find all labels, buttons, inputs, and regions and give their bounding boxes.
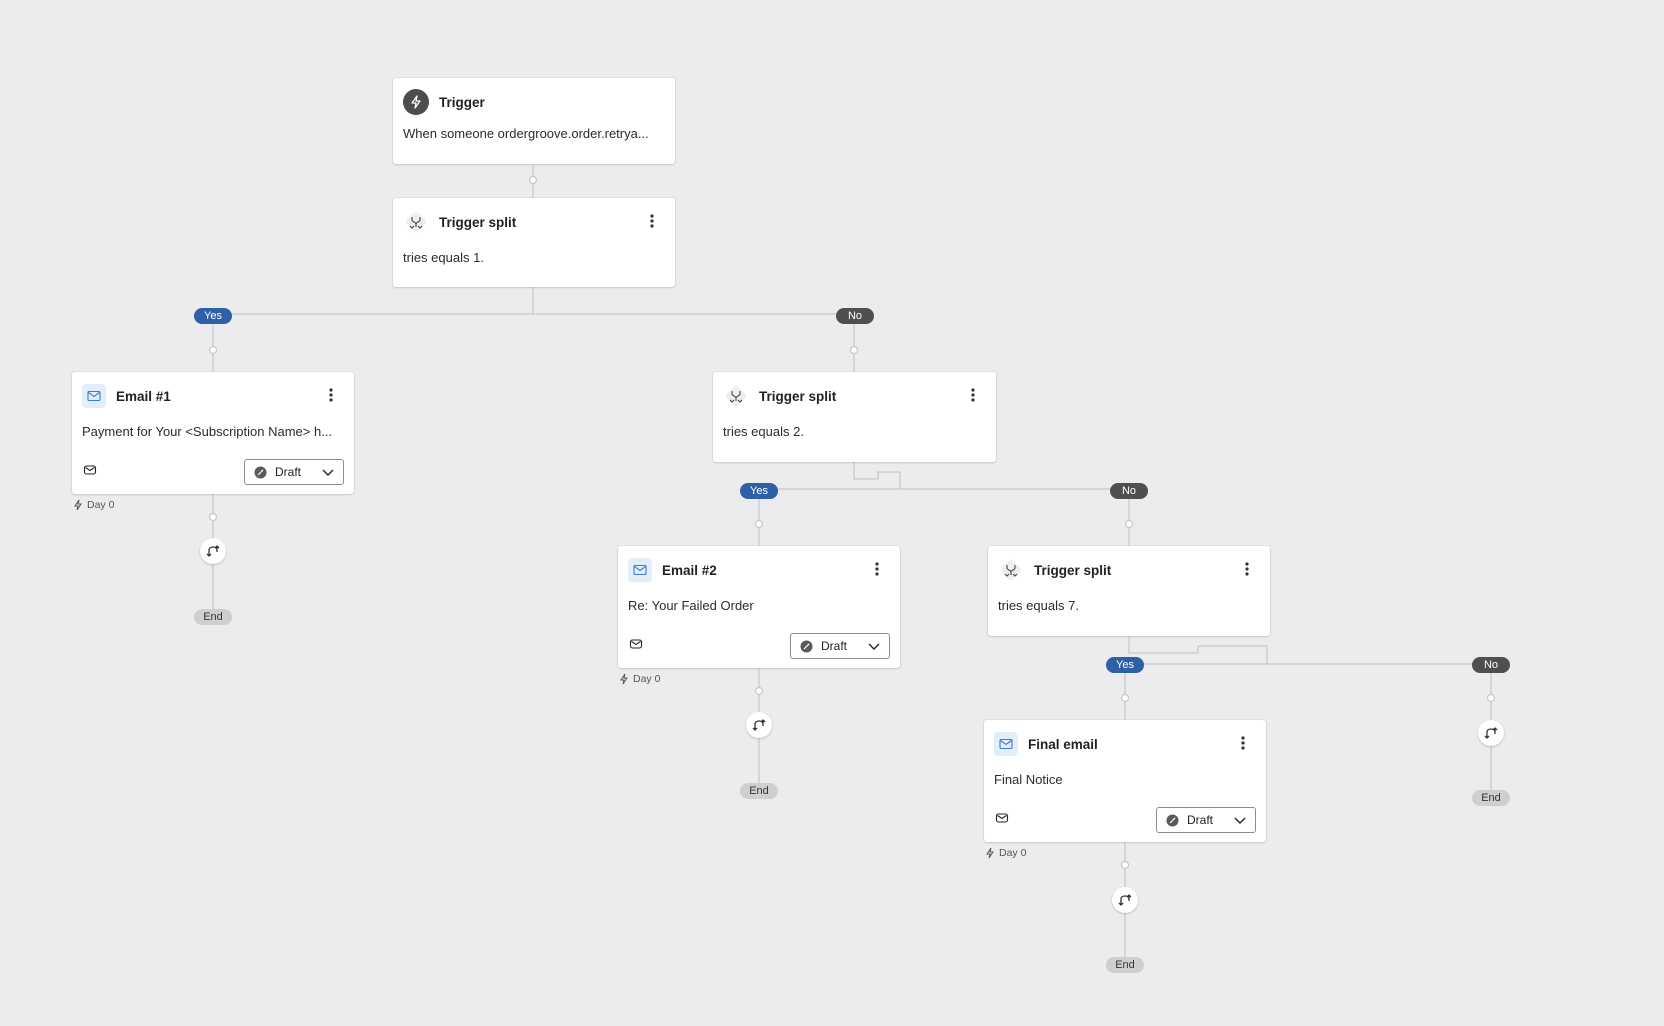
- kebab-icon[interactable]: [324, 386, 338, 404]
- email-title: Final email: [1028, 736, 1098, 752]
- branch-no-pill[interactable]: No: [1110, 483, 1148, 499]
- email-title: Email #2: [662, 562, 717, 578]
- exit-icon[interactable]: [746, 712, 772, 738]
- trigger-description: When someone ordergroove.order.retrya...: [403, 126, 649, 141]
- split-header: Trigger split: [723, 382, 986, 410]
- status-dropdown[interactable]: Draft: [1156, 807, 1256, 833]
- kebab-icon[interactable]: [966, 386, 980, 404]
- split-icon: [403, 209, 429, 235]
- branch-yes-pill[interactable]: Yes: [1106, 657, 1144, 673]
- trigger-split-card-2[interactable]: Trigger split tries equals 2.: [713, 372, 996, 462]
- split-icon: [723, 383, 749, 409]
- email-subject: Re: Your Failed Order: [628, 598, 754, 613]
- end-pill: End: [740, 783, 778, 799]
- exit-icon[interactable]: [1478, 720, 1504, 746]
- branch-no-pill[interactable]: No: [836, 308, 874, 324]
- email-title: Email #1: [116, 388, 171, 404]
- status-dropdown[interactable]: Draft: [790, 633, 890, 659]
- delay-text: Day 0: [633, 673, 661, 685]
- split-header: Trigger split: [998, 556, 1260, 584]
- mail-icon: [994, 732, 1018, 756]
- email-card-1[interactable]: Email #1 Payment for Your <Subscription …: [72, 372, 354, 494]
- lightning-icon: [620, 673, 628, 685]
- trigger-split-card-3[interactable]: Trigger split tries equals 7.: [988, 546, 1270, 636]
- end-pill: End: [194, 609, 232, 625]
- branch-yes-pill[interactable]: Yes: [194, 308, 232, 324]
- split-title: Trigger split: [439, 214, 517, 230]
- split-condition: tries equals 7.: [998, 598, 1079, 613]
- lightning-icon: [74, 499, 82, 511]
- split-header: Trigger split: [403, 208, 665, 236]
- status-label: Draft: [1187, 813, 1214, 827]
- chevron-down-icon: [867, 639, 881, 653]
- kebab-icon[interactable]: [645, 212, 659, 230]
- email-card-final[interactable]: Final email Final Notice Draft: [984, 720, 1266, 842]
- trigger-split-card-1[interactable]: Trigger split tries equals 1.: [393, 198, 675, 287]
- envelope-status-icon: [629, 637, 643, 651]
- status-label: Draft: [821, 639, 848, 653]
- chevron-down-icon: [1233, 813, 1247, 827]
- envelope-status-icon: [83, 463, 97, 477]
- email-subject: Final Notice: [994, 772, 1063, 787]
- delay-label: Day 0: [72, 499, 114, 511]
- kebab-icon[interactable]: [1240, 560, 1254, 578]
- split-condition: tries equals 2.: [723, 424, 804, 439]
- draft-status-icon: [254, 466, 267, 479]
- draft-status-icon: [800, 640, 813, 653]
- branch-yes-pill[interactable]: Yes: [740, 483, 778, 499]
- status-label: Draft: [275, 465, 302, 479]
- kebab-icon[interactable]: [1236, 734, 1250, 752]
- end-pill: End: [1106, 957, 1144, 973]
- kebab-icon[interactable]: [870, 560, 884, 578]
- split-title: Trigger split: [1034, 562, 1112, 578]
- email-card-2[interactable]: Email #2 Re: Your Failed Order Draft: [618, 546, 900, 668]
- delay-label: Day 0: [618, 673, 660, 685]
- chevron-down-icon: [321, 465, 335, 479]
- lightning-icon: [403, 89, 429, 115]
- mail-icon: [82, 384, 106, 408]
- delay-text: Day 0: [999, 847, 1027, 859]
- email-subject: Payment for Your <Subscription Name> h..…: [82, 424, 333, 439]
- delay-text: Day 0: [87, 499, 115, 511]
- envelope-status-icon: [995, 811, 1009, 825]
- trigger-title: Trigger: [439, 94, 485, 110]
- email-header: Email #2: [628, 556, 890, 584]
- trigger-header: Trigger: [403, 88, 665, 116]
- end-pill: End: [1472, 790, 1510, 806]
- delay-label: Day 0: [984, 847, 1026, 859]
- trigger-card[interactable]: Trigger When someone ordergroove.order.r…: [393, 78, 675, 164]
- lightning-icon: [986, 847, 994, 859]
- draft-status-icon: [1166, 814, 1179, 827]
- exit-icon[interactable]: [200, 538, 226, 564]
- status-dropdown[interactable]: Draft: [244, 459, 344, 485]
- split-condition: tries equals 1.: [403, 250, 484, 265]
- email-header: Email #1: [82, 382, 344, 410]
- split-title: Trigger split: [759, 388, 837, 404]
- email-header: Final email: [994, 730, 1256, 758]
- mail-icon: [628, 558, 652, 582]
- exit-icon[interactable]: [1112, 887, 1138, 913]
- branch-no-pill[interactable]: No: [1472, 657, 1510, 673]
- split-icon: [998, 557, 1024, 583]
